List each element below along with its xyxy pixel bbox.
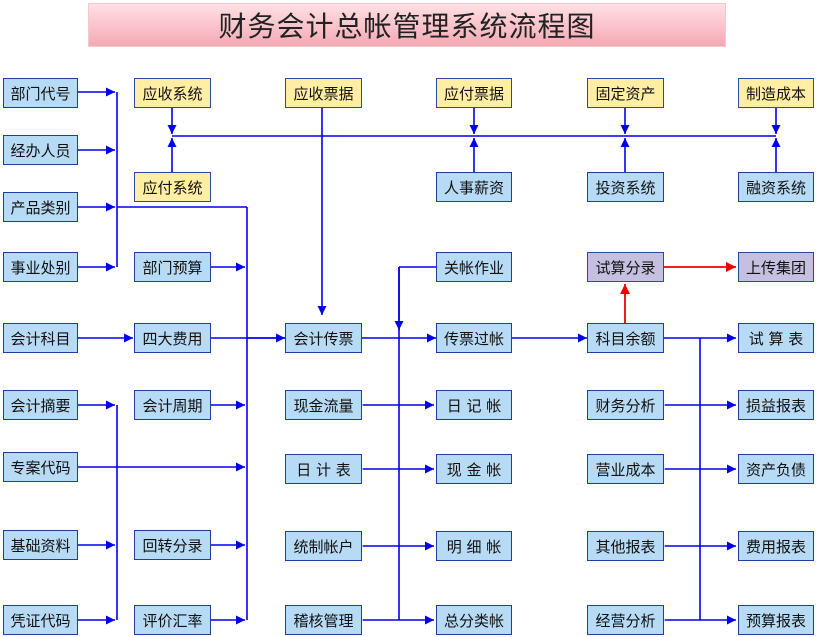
node-account-balance: 科目余额: [587, 323, 664, 353]
node-income-statement: 损益报表: [738, 390, 814, 420]
node-handler: 经办人员: [3, 135, 78, 165]
node-dept-budget: 部门预算: [134, 252, 211, 282]
node-voucher-posting: 传票过帐: [436, 323, 512, 353]
node-exchange-rate: 评价汇率: [134, 605, 211, 635]
node-investment-system: 投资系统: [587, 172, 664, 202]
node-reversal-entry: 回转分录: [134, 530, 211, 560]
node-voucher-code: 凭证代码: [3, 605, 78, 635]
node-operation-analysis: 经营分析: [587, 605, 664, 635]
node-upload-group: 上传集团: [738, 252, 814, 282]
node-business-division: 事业处别: [3, 252, 78, 282]
node-daily-statement: 日 计 表: [285, 454, 362, 484]
node-accounting-voucher: 会计传票: [285, 323, 362, 353]
node-manufacturing-cost: 制造成本: [738, 78, 814, 108]
node-project-code: 专案代码: [3, 452, 78, 482]
node-budget-report: 预算报表: [738, 605, 814, 635]
node-balance-sheet: 资产负债: [738, 454, 814, 484]
node-detail-ledger: 明 细 帐: [436, 531, 512, 561]
node-financial-analysis: 财务分析: [587, 390, 664, 420]
node-accounting-period: 会计周期: [134, 390, 211, 420]
node-basic-data: 基础资料: [3, 530, 78, 560]
node-closing-operation: 关帐作业: [436, 252, 512, 282]
node-ar-system: 应收系统: [134, 78, 211, 108]
node-trial-balance: 试 算 表: [738, 323, 814, 353]
node-consolidated-account: 统制帐户: [285, 531, 362, 561]
node-notes-payable: 应付票据: [436, 78, 512, 108]
node-expense-report: 费用报表: [738, 531, 814, 561]
node-dept-code: 部门代号: [3, 78, 78, 108]
node-audit-management: 稽核管理: [285, 605, 362, 635]
node-fixed-assets: 固定资产: [587, 78, 664, 108]
node-operating-cost: 营业成本: [587, 454, 664, 484]
node-product-category: 产品类别: [3, 192, 78, 222]
node-hr-payroll: 人事薪资: [436, 172, 512, 202]
node-cash-book: 现 金 帐: [436, 454, 512, 484]
node-account-summary: 会计摘要: [3, 390, 78, 420]
node-financing-system: 融资系统: [738, 172, 814, 202]
node-ap-system: 应付系统: [134, 172, 211, 202]
node-general-ledger: 总分类帐: [436, 605, 512, 635]
node-four-expenses: 四大费用: [134, 323, 211, 353]
node-journal: 日 记 帐: [436, 390, 512, 420]
node-trial-entry: 试算分录: [587, 252, 664, 282]
node-notes-receivable: 应收票据: [285, 78, 362, 108]
node-other-reports: 其他报表: [587, 531, 664, 561]
node-account-subject: 会计科目: [3, 323, 78, 353]
page-title: 财务会计总帐管理系统流程图: [88, 3, 726, 47]
node-cash-flow: 现金流量: [285, 390, 362, 420]
